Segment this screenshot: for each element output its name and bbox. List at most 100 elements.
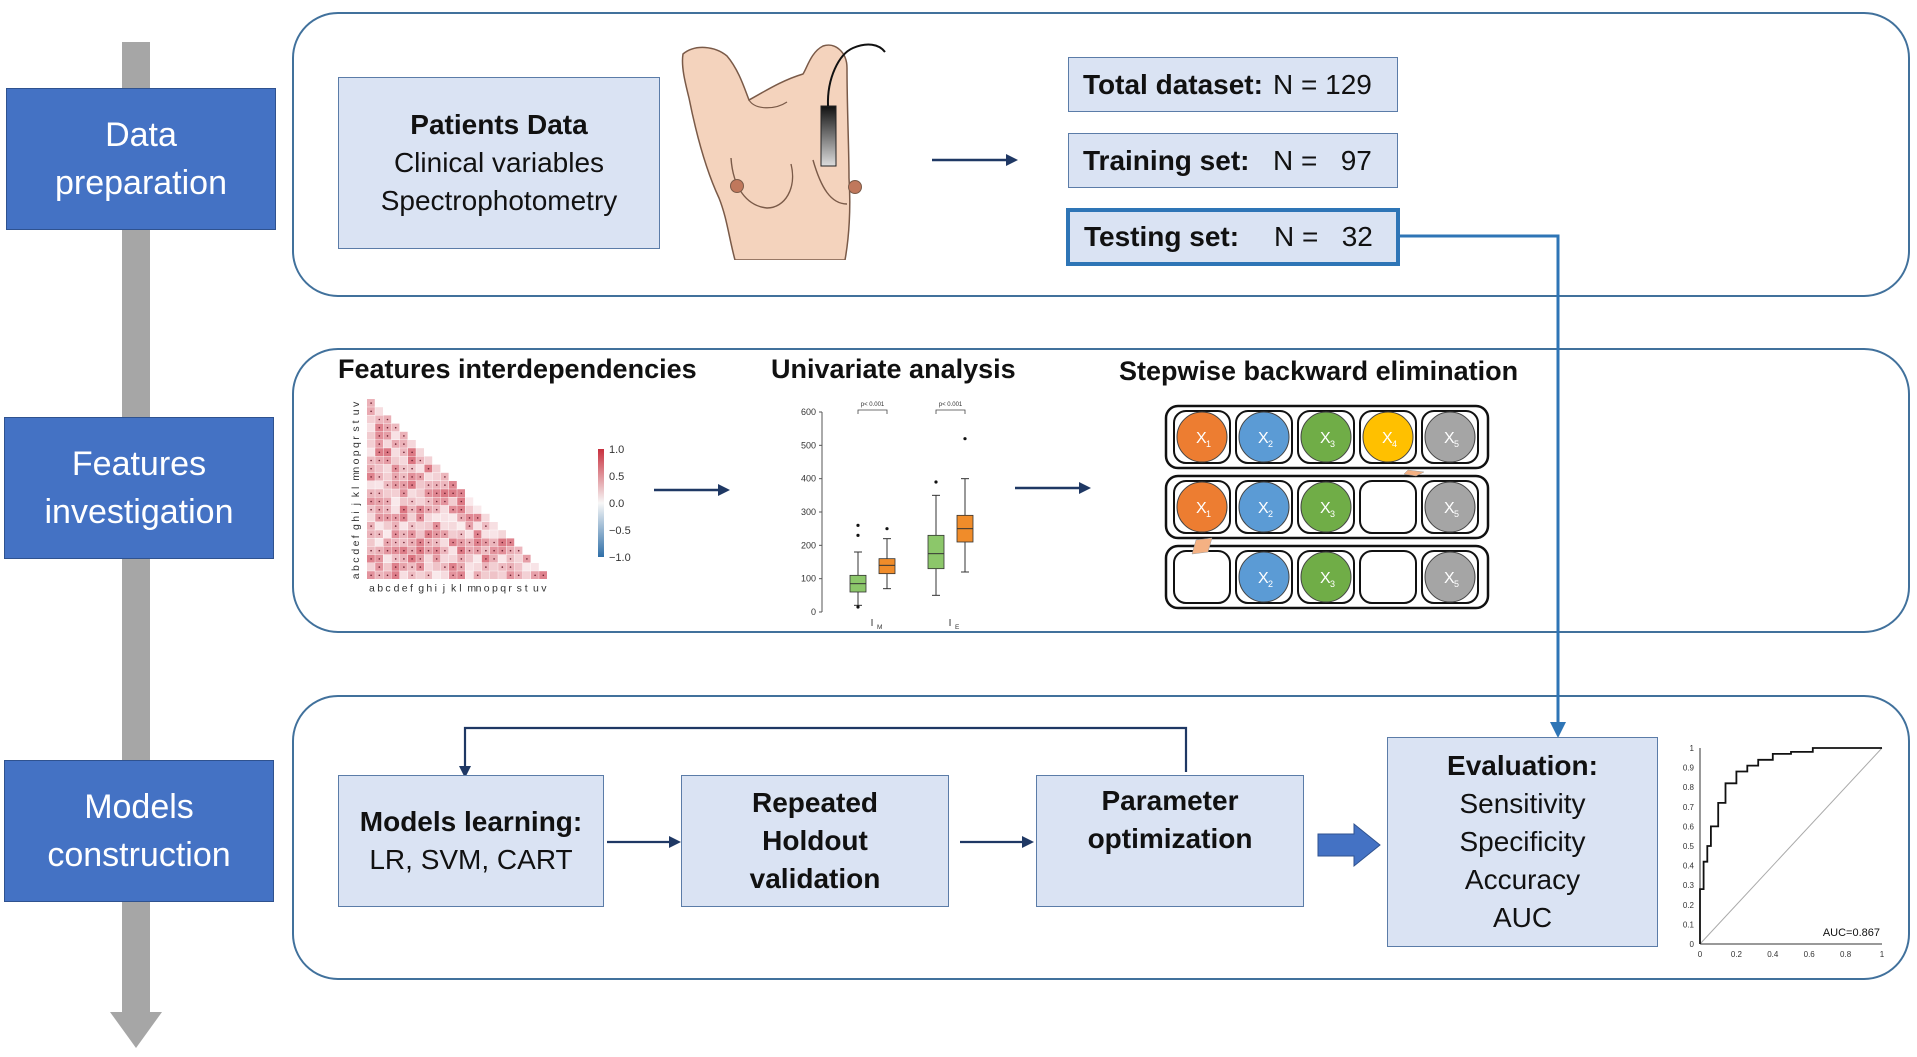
heatmap-significance-dot <box>386 517 389 519</box>
heatmap-significance-dot <box>476 549 479 552</box>
heatmap-x-label: t <box>525 582 528 594</box>
patients-data-title: Patients Data <box>410 109 588 140</box>
heatmap-x-label: n <box>476 582 482 594</box>
heatmap-y-label: c <box>350 558 362 563</box>
heatmap-y-label: m <box>350 472 362 481</box>
heatmap-significance-dot <box>386 426 389 429</box>
heatmap-significance-dot <box>427 533 430 536</box>
stepwise-feature-label: X <box>1444 500 1455 517</box>
roc-y-tick: 1 <box>1690 744 1695 753</box>
stepwise-slot <box>1297 410 1355 464</box>
stepwise-feature-subscript: 5 <box>1454 439 1459 449</box>
heatmap-y-label: l <box>350 487 362 489</box>
heatmap-significance-dot <box>485 525 487 527</box>
heatmap-cell <box>383 522 392 530</box>
heatmap-significance-dot <box>468 541 471 544</box>
stepwise-feature-circle <box>1300 481 1352 533</box>
heatmap-significance-dot <box>476 533 479 536</box>
heatmap-significance-dot <box>378 459 381 462</box>
heatmap-significance-dot <box>370 410 372 413</box>
stepwise-slot <box>1297 550 1355 604</box>
heatmap-significance-dot <box>370 500 372 503</box>
heatmap-cell <box>440 571 449 579</box>
total-dataset-box: Total dataset: N = 129 <box>1068 57 1398 112</box>
heatmap-cell <box>375 522 383 530</box>
heatmap-x-label: o <box>484 582 490 594</box>
heatmap-significance-dot <box>444 492 446 495</box>
heatmap-significance-dot <box>444 500 446 503</box>
evaluation-title: Evaluation: <box>1447 750 1598 781</box>
heatmap-significance-dot <box>403 451 405 454</box>
heatmap-significance-dot <box>370 549 372 552</box>
heatmap-x-label: c <box>385 582 390 594</box>
boxplot-y-tick: 500 <box>801 440 816 450</box>
holdout-line1: Repeated <box>751 787 879 818</box>
heatmap-significance-dot <box>444 533 446 536</box>
stage-data-preparation: Data preparation <box>6 88 276 230</box>
heatmap-cell <box>399 456 408 465</box>
roc-y-tick: 0 <box>1690 940 1695 949</box>
heatmap-cell <box>367 448 375 456</box>
heatmap-y-label: d <box>350 549 362 555</box>
stepwise-slot <box>1421 480 1479 534</box>
heatmap-cell <box>440 522 449 530</box>
heatmap-significance-dot <box>427 508 430 511</box>
heatmap-cell <box>481 513 490 522</box>
stepwise-feature-circle <box>1300 551 1352 603</box>
heatmap-significance-dot <box>468 525 471 527</box>
heatmap-cell <box>440 513 449 522</box>
heatmap-x-label: s <box>517 582 522 594</box>
heatmap-significance-dot <box>386 541 389 544</box>
heatmap-cell <box>449 546 457 555</box>
boxplot-outlier <box>885 527 889 531</box>
heatmap-significance-dot <box>386 549 389 552</box>
heatmap-cell <box>399 522 408 530</box>
arrow-to-datasets <box>932 154 1018 166</box>
boxplot-y-tick: 600 <box>801 407 816 417</box>
stepwise-feature-circle <box>1424 481 1476 533</box>
heatmap-cell <box>367 415 375 424</box>
heatmap-cell <box>375 481 383 489</box>
heatmap-significance-dot <box>452 492 454 495</box>
heatmap-cell <box>449 497 457 506</box>
stepwise-feature-subscript: 4 <box>1392 439 1397 449</box>
heatmap-significance-dot <box>485 549 487 552</box>
heatmap-significance-dot <box>460 492 463 495</box>
heatmap-cell <box>375 464 383 473</box>
heatmap-significance-dot <box>411 541 413 544</box>
heatmap-y-label: p <box>350 450 362 456</box>
heatmap-significance-dot <box>394 525 397 527</box>
heatmap-y-label: t <box>350 420 362 423</box>
heatmap-significance-dot <box>509 574 512 577</box>
roc-y-tick: 0.8 <box>1683 783 1695 792</box>
heatmap-significance-dot <box>485 541 487 544</box>
heatmap-x-label: r <box>508 582 512 594</box>
boxplot-y-tick: 400 <box>801 474 816 484</box>
heatmap-cell <box>399 571 408 579</box>
heatmap-significance-dot <box>403 558 405 560</box>
heatmap-cell <box>367 513 375 522</box>
optimization-feedback-loop <box>459 726 1188 778</box>
heatmap-significance-dot <box>378 533 381 536</box>
heatmap-cell <box>465 530 474 538</box>
heatmap-cell <box>383 440 392 448</box>
heatmap-significance-dot <box>501 549 504 552</box>
heatmap-x-label: b <box>377 582 383 594</box>
heatmap-significance-dot <box>394 517 397 519</box>
heatmap-x-label: h <box>426 582 432 594</box>
stepwise-slot <box>1359 550 1417 604</box>
heatmap-significance-dot <box>403 549 405 552</box>
heatmap-cell <box>367 538 375 547</box>
heatmap-cell <box>432 472 441 481</box>
heatmap-significance-dot <box>427 492 430 495</box>
heatmap-significance-dot <box>435 492 438 495</box>
evaluation-box: Evaluation: Sensitivity Specificity Accu… <box>1387 737 1658 947</box>
stepwise-feature-label: X <box>1320 500 1331 517</box>
heatmap-cell <box>432 571 441 579</box>
heatmap-significance-dot <box>427 500 430 503</box>
stepwise-feature-subscript: 1 <box>1206 509 1211 519</box>
heatmap-significance-dot <box>370 533 372 536</box>
heatmap-significance-dot <box>460 574 463 577</box>
stepwise-feature-label: X <box>1444 570 1455 587</box>
